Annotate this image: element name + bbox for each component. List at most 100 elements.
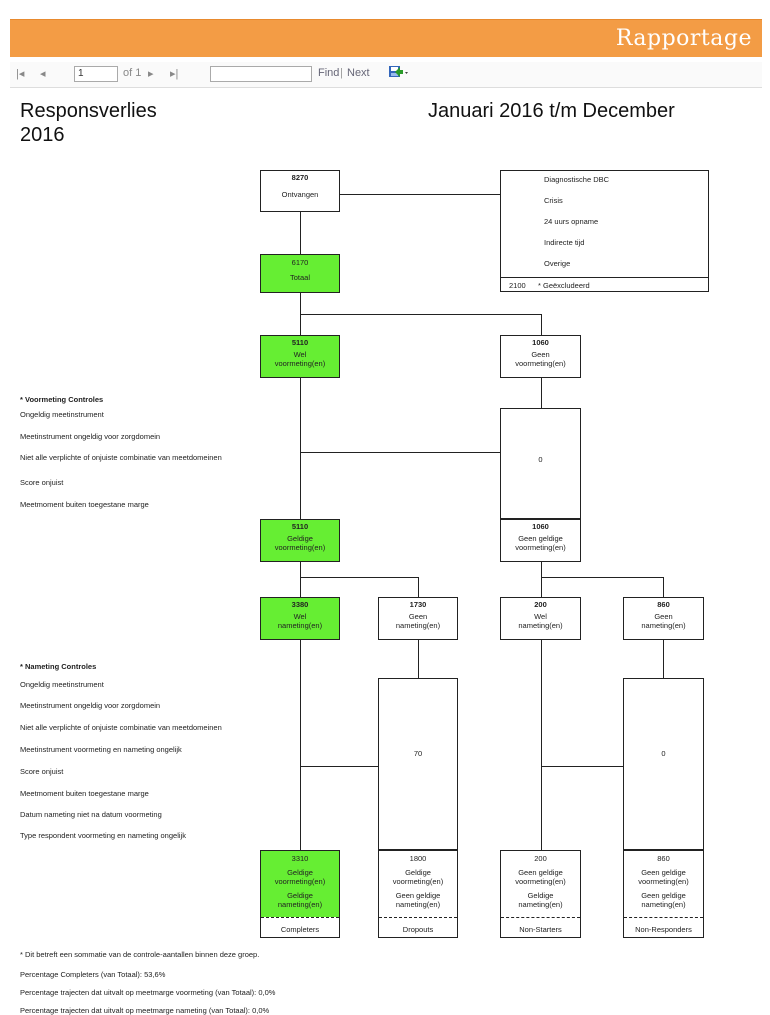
exclusion-item: Overige <box>544 259 571 268</box>
node-label: voormeting(en) <box>515 543 566 552</box>
node-nameting-controles-2: 0 <box>623 678 704 850</box>
outcome-label: Non-Responders <box>635 925 692 934</box>
node-label: Geen geldige <box>395 891 441 900</box>
control-label: Ongeldig meetinstrument <box>20 410 104 419</box>
node-label: Geen <box>408 612 428 621</box>
node-label: Geen geldige <box>518 868 563 877</box>
node-label: nameting(en) <box>641 621 686 630</box>
report-period: Januari 2016 t/m December <box>428 100 675 122</box>
control-label: Meetinstrument voormeting en nameting on… <box>20 745 182 754</box>
nameting-controles-heading: * Nameting Controles <box>20 662 97 671</box>
node-geen-geldige-voormeting: 1060 Geen geldige voormeting(en) <box>500 519 581 562</box>
node-label: Totaal <box>289 273 310 282</box>
node-completers: 3310 Geldige voormeting(en) Geldige name… <box>260 850 340 938</box>
outcome-label: Dropouts <box>402 925 434 934</box>
exclusion-total-label: * Geëxcludeerd <box>538 281 590 290</box>
node-count: 1730 <box>409 600 427 609</box>
node-count: 1060 <box>532 522 549 531</box>
node-label: Geldige <box>287 534 313 543</box>
node-label: Geldige <box>287 868 313 877</box>
control-label: Datum nameting niet na datum voormeting <box>20 810 162 819</box>
footnote: * Dit betreft een sommatie van de contro… <box>20 950 260 959</box>
exclusion-item: Indirecte tijd <box>544 238 585 247</box>
node-label: Geldige <box>527 891 554 900</box>
connector-line <box>300 314 541 315</box>
outcome-label: Completers <box>280 925 320 934</box>
node-wel-nameting: 3380 Wel nameting(en) <box>260 597 340 640</box>
first-page-icon[interactable]: |◂ <box>16 68 25 80</box>
percentage-completers: Percentage Completers (van Totaal): 53,6… <box>20 970 166 979</box>
connector-line <box>541 562 542 597</box>
connector-line <box>541 314 542 335</box>
control-label: Meetinstrument ongeldig voor zorgdomein <box>20 701 161 710</box>
connector-line <box>300 378 301 519</box>
percentage-nameting-marge: Percentage trajecten dat uitvalt op meet… <box>20 1006 270 1015</box>
control-label: Niet alle verplichte of onjuiste combina… <box>20 453 222 462</box>
node-totaal: 6170 Totaal <box>260 254 340 293</box>
connector-line <box>541 640 542 850</box>
banner-title: Rapportage <box>615 26 752 51</box>
page-count-label: of 1 <box>123 67 142 79</box>
connector-line <box>541 378 542 408</box>
node-count: 3310 <box>291 854 309 863</box>
find-next-link[interactable]: Next <box>347 67 370 79</box>
node-count: 70 <box>413 749 423 758</box>
percentage-voormeting-marge: Percentage trajecten dat uitvalt op meet… <box>20 988 276 997</box>
node-label: nameting(en) <box>395 900 441 909</box>
node-exclusions: Diagnostische DBC Crisis 24 uurs opname … <box>500 170 709 292</box>
page-number-input[interactable]: 1 <box>74 66 118 82</box>
node-count: 0 <box>538 455 543 464</box>
node-geen-voormeting: 1060 Geen voormeting(en) <box>500 335 581 378</box>
export-disk-icon[interactable] <box>388 65 410 82</box>
find-link[interactable]: Find <box>318 67 340 79</box>
control-label: Meetinstrument ongeldig voor zorgdomein <box>20 432 161 441</box>
node-count: 1800 <box>409 854 427 863</box>
connector-line <box>663 640 664 678</box>
node-label: nameting(en) <box>277 900 323 909</box>
node-count: 3380 <box>291 600 309 609</box>
node-wel-nameting-2: 200 Wel nameting(en) <box>500 597 581 640</box>
connector-line <box>541 766 623 767</box>
node-count: 5110 <box>291 338 309 347</box>
connector-line <box>300 212 301 254</box>
node-label: Wel <box>293 612 307 621</box>
exclusion-divider <box>501 277 708 278</box>
node-label: Geen geldige <box>518 534 563 543</box>
exclusion-item: Diagnostische DBC <box>544 175 610 184</box>
outcome-divider <box>501 917 580 918</box>
connector-line <box>300 562 301 597</box>
exclusion-total: 2100 <box>509 281 526 290</box>
report-toolbar: |◂ ◂ 1 of 1 ▸ ▸| Find | Next <box>10 62 762 88</box>
control-label: Niet alle verplichte of onjuiste combina… <box>20 723 222 732</box>
node-label: Wel <box>534 612 547 621</box>
node-count: 200 <box>534 854 547 863</box>
node-nonresponders: 860 Geen geldige voormeting(en) Geen gel… <box>623 850 704 938</box>
connector-line <box>340 194 500 195</box>
report-title-line2: 2016 <box>20 124 65 146</box>
next-page-icon[interactable]: ▸ <box>148 68 154 80</box>
connector-line <box>663 577 664 597</box>
node-label: nameting(en) <box>518 621 563 630</box>
node-label: nameting(en) <box>395 621 441 630</box>
node-label: Geen geldige <box>641 868 686 877</box>
node-count: 5110 <box>291 522 309 531</box>
find-input[interactable] <box>210 66 312 82</box>
node-label: Ontvangen <box>281 190 319 199</box>
node-ontvangen: 8270 Ontvangen <box>260 170 340 212</box>
node-label: voormeting(en) <box>392 877 444 886</box>
completers-fill <box>261 851 339 917</box>
prev-page-icon[interactable]: ◂ <box>40 68 46 80</box>
outcome-divider <box>379 917 457 918</box>
node-label: nameting(en) <box>518 900 563 909</box>
control-label: Type respondent voormeting en nameting o… <box>20 831 186 840</box>
node-count: 6170 <box>291 258 309 267</box>
last-page-icon[interactable]: ▸| <box>170 68 179 80</box>
connector-line <box>300 766 378 767</box>
connector-line <box>300 577 418 578</box>
node-geen-nameting: 1730 Geen nameting(en) <box>378 597 458 640</box>
outcome-divider <box>624 917 703 918</box>
node-voormeting-controles: 0 <box>500 408 581 519</box>
outcome-label: Non-Starters <box>519 925 562 934</box>
node-label: voormeting(en) <box>274 877 326 886</box>
connector-line <box>300 452 500 453</box>
